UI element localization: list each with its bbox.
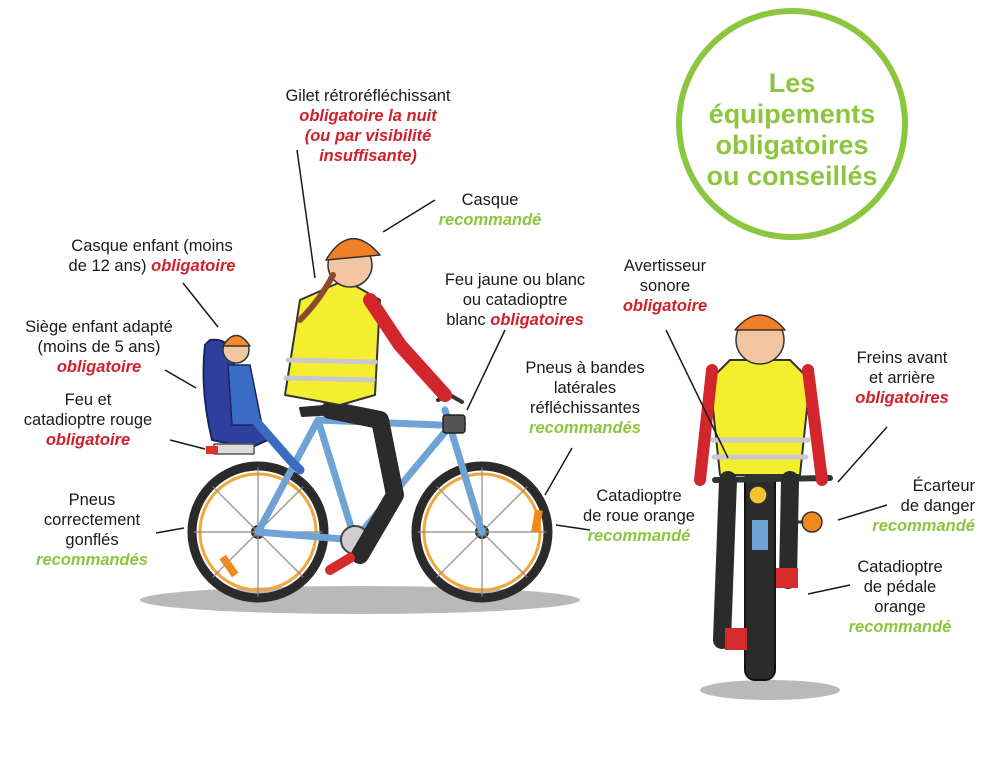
label-text: catadioptre rouge bbox=[23, 411, 153, 429]
label-text: de pédale bbox=[863, 578, 937, 596]
callout-lines bbox=[155, 149, 888, 595]
label-status: recommandés bbox=[529, 419, 641, 437]
label-feu-rouge: Feu et catadioptre rouge obligatoire bbox=[8, 390, 168, 450]
label-text: Gilet rétroréfléchissant bbox=[285, 87, 451, 105]
label-text: réfléchissantes bbox=[529, 399, 641, 417]
label-catadioptre-roue: Catadioptre de roue orange recommandé bbox=[574, 486, 704, 546]
label-text: Catadioptre bbox=[857, 558, 943, 576]
front-bike bbox=[694, 314, 833, 681]
label-status: obligatoires bbox=[855, 389, 949, 407]
label-feu-jaune: Feu jaune ou blanc ou catadioptre blanc … bbox=[430, 270, 600, 330]
label-status: recommandé bbox=[848, 618, 952, 636]
label-casque: Casque recommandé bbox=[420, 190, 560, 230]
rear-wheel bbox=[187, 461, 329, 603]
label-text: Écarteur bbox=[912, 477, 975, 495]
label-text: latérales bbox=[553, 379, 617, 397]
label-text: Casque enfant (moins bbox=[71, 237, 233, 255]
label-text: (moins de 5 ans) bbox=[37, 338, 161, 356]
label-text: Casque bbox=[461, 191, 519, 209]
label-status: recommandé bbox=[587, 527, 691, 545]
side-bike bbox=[187, 237, 553, 603]
label-text: gonflés bbox=[65, 531, 119, 549]
title-line: ou conseillés bbox=[706, 161, 878, 191]
label-text: correctement bbox=[43, 511, 141, 529]
label-text: orange bbox=[874, 598, 926, 616]
title-line: obligatoires bbox=[715, 130, 869, 160]
title-line: Les bbox=[768, 68, 816, 98]
title: Les équipements obligatoires ou conseill… bbox=[682, 68, 902, 192]
label-text: sonore bbox=[639, 277, 691, 295]
label-text: Avertisseur bbox=[623, 257, 707, 275]
label-status: (ou par visibilité bbox=[304, 127, 432, 145]
label-pneus-gonfles: Pneus correctement gonflés recommandés bbox=[22, 490, 162, 570]
rider-leg bbox=[321, 401, 404, 564]
label-text: de danger bbox=[900, 497, 975, 515]
label-casque-enfant: Casque enfant (moins de 12 ans) obligato… bbox=[52, 236, 252, 276]
label-text: Feu et bbox=[64, 391, 112, 409]
label-text: Pneus à bandes bbox=[525, 359, 645, 377]
label-status: insuffisante) bbox=[319, 147, 417, 165]
label-text: de 12 ans) bbox=[68, 257, 147, 275]
label-status: recommandés bbox=[36, 551, 148, 569]
label-siege: Siège enfant adapté (moins de 5 ans) obl… bbox=[14, 317, 184, 377]
label-text: et arrière bbox=[868, 369, 936, 387]
label-freins: Freins avant et arrière obligatoires bbox=[842, 348, 962, 408]
title-line: équipements bbox=[708, 99, 876, 129]
label-status: obligatoire bbox=[45, 431, 131, 449]
label-text: de roue orange bbox=[583, 507, 695, 525]
label-status: obligatoire bbox=[151, 257, 236, 275]
title-circle: Les équipements obligatoires ou conseill… bbox=[676, 8, 908, 240]
label-status: obligatoire bbox=[56, 358, 142, 376]
label-text: Catadioptre bbox=[596, 487, 682, 505]
label-text: blanc bbox=[446, 311, 486, 329]
label-gilet: Gilet rétroréfléchissant obligatoire la … bbox=[258, 86, 478, 166]
label-text: ou catadioptre bbox=[462, 291, 568, 309]
label-text: Siège enfant adapté bbox=[25, 318, 173, 336]
label-status: obligatoires bbox=[490, 311, 584, 329]
label-catadioptre-pedale: Catadioptre de pédale orange recommandé bbox=[835, 557, 965, 637]
label-ecarteur: Écarteur de danger recommandé bbox=[835, 476, 975, 536]
ground-shadow-right bbox=[700, 680, 840, 700]
label-status: recommandé bbox=[872, 517, 975, 535]
label-status: obligatoire bbox=[622, 297, 708, 315]
label-text: Pneus bbox=[68, 491, 116, 509]
front-wheel bbox=[411, 461, 553, 603]
label-avertisseur: Avertisseur sonore obligatoire bbox=[610, 256, 720, 316]
label-text: Freins avant bbox=[856, 349, 948, 367]
label-text: Feu jaune ou blanc bbox=[444, 271, 586, 289]
label-pneus-bandes: Pneus à bandes latérales réfléchissantes… bbox=[510, 358, 660, 438]
label-status: obligatoire la nuit bbox=[299, 107, 437, 125]
label-status: recommandé bbox=[438, 211, 542, 229]
